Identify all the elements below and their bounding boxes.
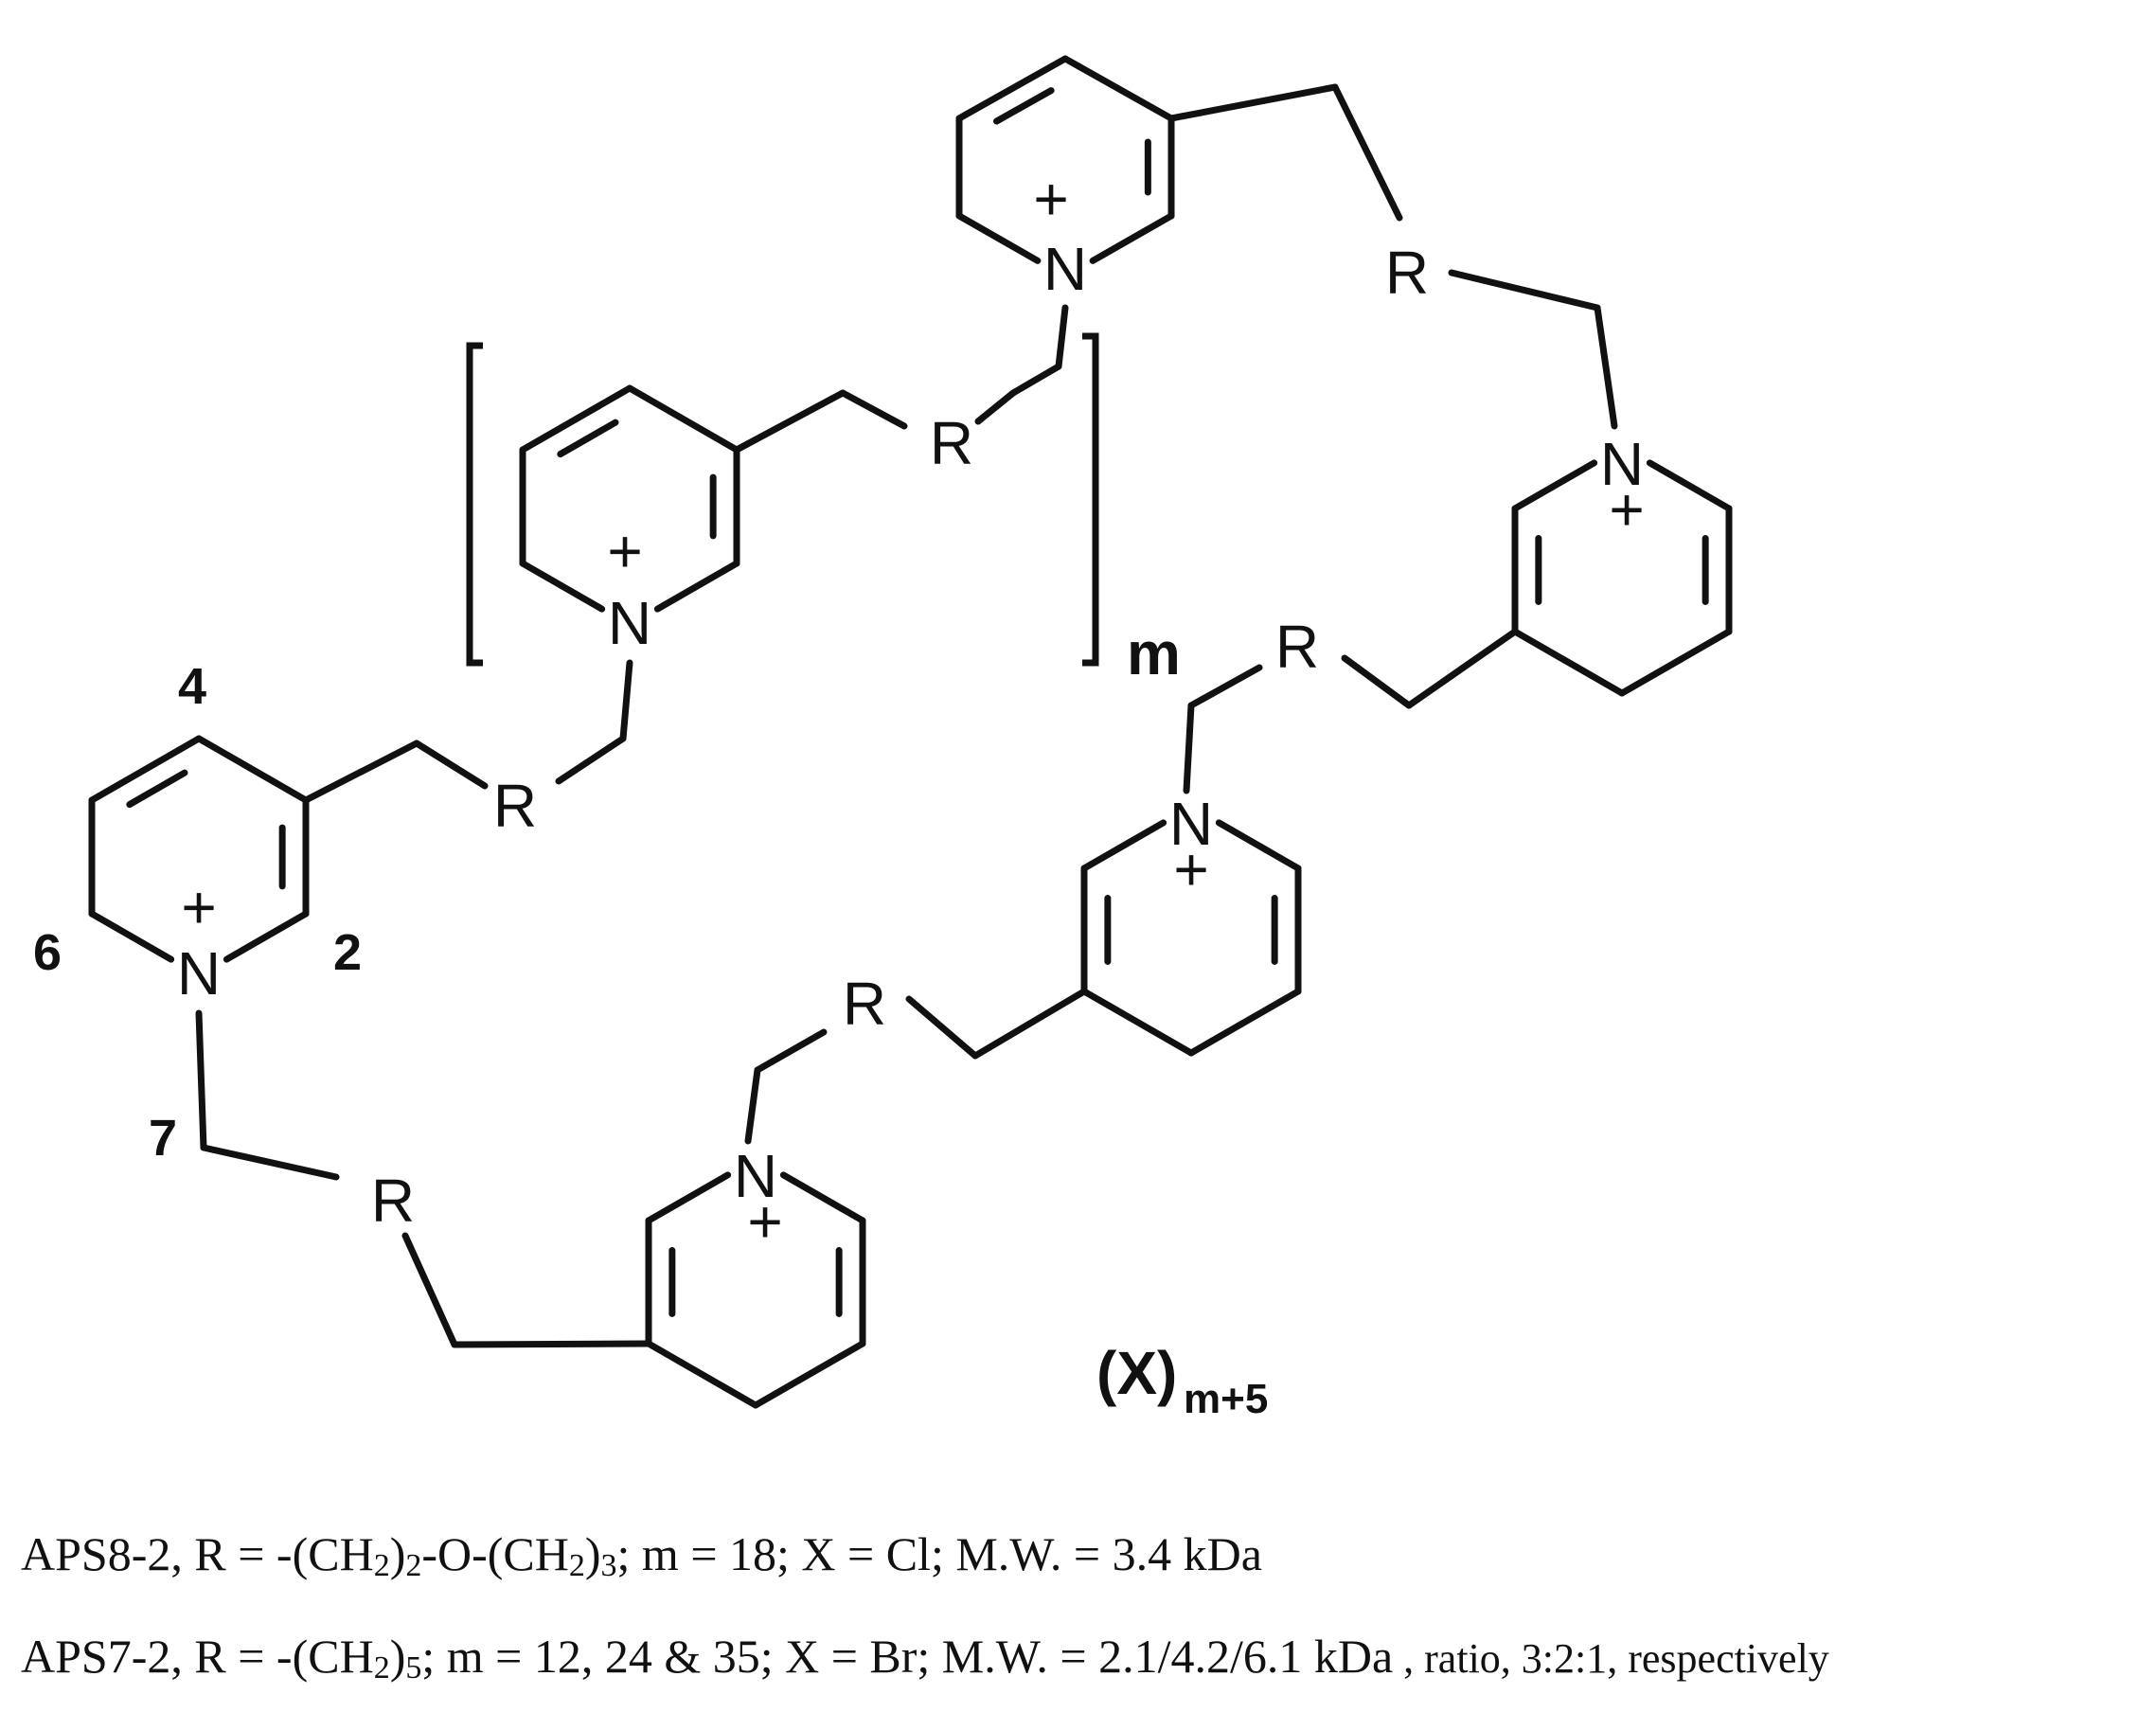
- linker-chain: [733, 389, 846, 454]
- caption-aps7-2: APS7-2, R = -(CH2)5; m = 12, 24 & 35; X …: [21, 1630, 1829, 1685]
- repeat-index-m: m: [1127, 619, 1181, 687]
- ring-right-upper-charge-label: +: [1609, 475, 1644, 544]
- linker-chain: [839, 389, 908, 430]
- ring-right-upper-bond: [1511, 459, 1598, 512]
- ring-center-right-charge-label: +: [1173, 835, 1208, 903]
- ring-repeat-bond: [626, 384, 740, 454]
- ring-repeat-nitrogen-label: N: [608, 589, 651, 657]
- linker-chain: [974, 389, 1017, 425]
- linker-chain: [619, 659, 633, 742]
- linker-chain: [401, 1232, 458, 1348]
- linker-chain: [971, 988, 1088, 1060]
- linker-chain: [413, 740, 489, 790]
- ring-top-double-bond: [992, 87, 1055, 125]
- counterion-label: (X): [1096, 1339, 1177, 1407]
- ring-left-double-bond: [126, 769, 188, 809]
- linker-chain: [451, 1340, 652, 1348]
- caption-aps8-2: APS8-2, R = -(CH2)2-O-(CH2)3; m = 18; X …: [21, 1527, 1262, 1583]
- ring-top-bond: [1061, 55, 1175, 122]
- ring-left-bond: [195, 735, 310, 804]
- ring-repeat-double-bond: [557, 419, 619, 458]
- linker-chain: [1331, 83, 1403, 222]
- ring-top-bond: [955, 212, 1042, 264]
- linker-chain: [1055, 304, 1069, 370]
- position-label-7: 7: [149, 1110, 177, 1167]
- linker-chain: [905, 995, 979, 1060]
- bond-lines: [88, 55, 1733, 1409]
- linker-chain: [1594, 304, 1618, 430]
- r-label-3: R: [493, 772, 537, 840]
- linker-chain: [754, 1028, 828, 1074]
- linker-chain: [1341, 654, 1413, 709]
- ring-bottom-charge-label: +: [747, 1187, 782, 1256]
- linker-chain: [1167, 83, 1339, 122]
- linker-chain: [555, 735, 627, 785]
- ring-center-right-bond: [1187, 988, 1302, 1057]
- ring-top-bond: [1089, 212, 1175, 264]
- linker-chain: [195, 1009, 207, 1151]
- linker-chain: [200, 1144, 340, 1181]
- linker-chain: [1448, 269, 1601, 312]
- ring-repeat-bond: [519, 384, 633, 454]
- ring-repeat-bond: [653, 560, 740, 613]
- r-label-5: R: [843, 970, 886, 1038]
- ring-left-nitrogen-label: N: [177, 939, 221, 1008]
- ring-bottom-bond: [779, 1171, 866, 1224]
- ring-right-upper-bond: [1511, 628, 1626, 697]
- ring-right-upper-bond: [1646, 459, 1733, 512]
- linker-chain: [302, 740, 420, 804]
- r-label-2: R: [930, 409, 973, 477]
- ring-bottom-bond: [645, 1340, 759, 1409]
- ring-right-upper-nitrogen-label: N: [1600, 430, 1644, 498]
- ring-center-right-bond: [1080, 988, 1195, 1057]
- ring-left-charge-label: +: [181, 873, 216, 941]
- linker-chain: [1187, 664, 1263, 709]
- linker-chain: [1183, 702, 1195, 794]
- linker-chain: [744, 1066, 761, 1145]
- ring-bottom-bond: [752, 1340, 866, 1409]
- position-label-6: 6: [33, 924, 62, 981]
- ring-right-upper-bond: [1618, 628, 1733, 697]
- ring-top-charge-label: +: [1033, 165, 1068, 233]
- ring-center-right-nitrogen-label: N: [1169, 790, 1213, 858]
- ring-repeat-charge-label: +: [607, 517, 642, 585]
- linker-chain: [1009, 363, 1062, 397]
- ring-left-bond: [88, 735, 203, 804]
- position-label-4: 4: [178, 658, 206, 715]
- ring-bottom-nitrogen-label: N: [734, 1142, 777, 1210]
- ring-center-right-bond: [1215, 819, 1302, 872]
- ring-top-bond: [955, 55, 1069, 122]
- counterion-subscript: m+5: [1184, 1376, 1268, 1422]
- ring-left-bond: [88, 910, 175, 963]
- r-label-4: R: [1275, 613, 1319, 681]
- position-label-2: 2: [333, 924, 362, 981]
- ring-bottom-bond: [645, 1171, 732, 1224]
- ring-left-bond: [223, 910, 310, 963]
- left-bracket: [466, 342, 483, 667]
- ring-top-nitrogen-label: N: [1043, 235, 1087, 303]
- linker-chain: [1405, 628, 1519, 709]
- ring-repeat-bond: [519, 560, 606, 613]
- right-bracket: [1082, 332, 1099, 667]
- r-label-1: R: [1385, 239, 1429, 307]
- r-label-6: R: [371, 1167, 415, 1235]
- ring-center-right-bond: [1080, 819, 1167, 872]
